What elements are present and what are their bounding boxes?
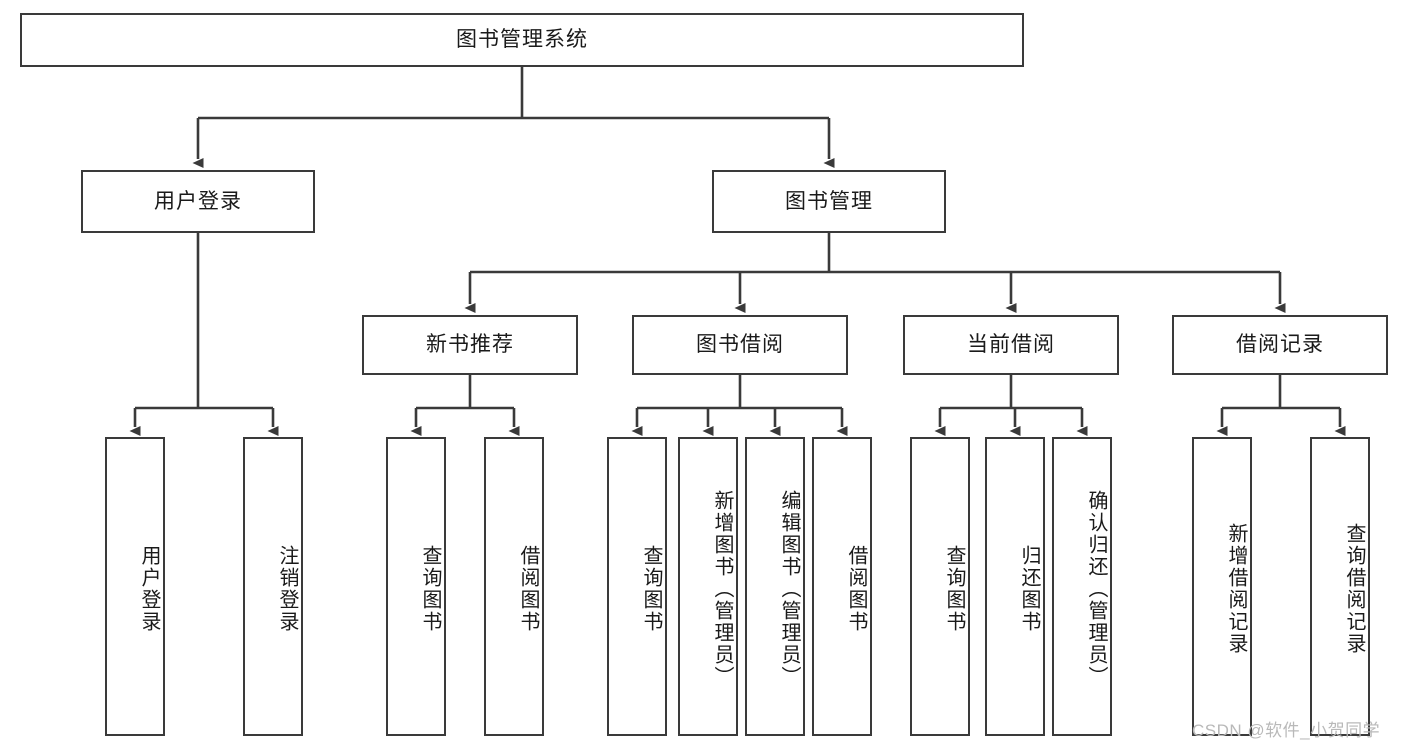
node-user-login[interactable]: 用户登录 [81,170,315,233]
node-leaf-edit-book-admin[interactable]: 编辑图书（管理员） [745,437,805,736]
node-leaf-borrow-book-1-label: 借阅图书 [517,544,539,633]
node-leaf-logout-login[interactable]: 注销登录 [243,437,303,736]
node-leaf-add-book-admin-label: 新增图书（管理员） [711,489,733,688]
node-leaf-borrow-book-2-label: 借阅图书 [845,544,867,633]
node-new-book-recommend[interactable]: 新书推荐 [362,315,578,375]
node-leaf-borrow-book-2[interactable]: 借阅图书 [812,437,872,736]
node-book-management[interactable]: 图书管理 [712,170,946,233]
node-root[interactable]: 图书管理系统 [20,13,1024,67]
node-leaf-confirm-return-admin[interactable]: 确认归还（管理员） [1052,437,1112,736]
node-leaf-query-book-1-label: 查询图书 [419,544,441,633]
node-leaf-user-login-label: 用户登录 [138,544,160,633]
node-leaf-query-book-3[interactable]: 查询图书 [910,437,970,736]
node-leaf-user-login[interactable]: 用户登录 [105,437,165,736]
watermark: CSDN @软件_小贺同学 [1192,721,1381,740]
node-leaf-add-book-admin[interactable]: 新增图书（管理员） [678,437,738,736]
node-leaf-logout-login-label: 注销登录 [276,544,298,633]
node-borrow-record-label: 借阅记录 [1236,333,1324,357]
node-leaf-add-borrow-record[interactable]: 新增借阅记录 [1192,437,1252,736]
node-leaf-edit-book-admin-label: 编辑图书（管理员） [778,489,800,688]
node-current-borrow[interactable]: 当前借阅 [903,315,1119,375]
node-leaf-query-borrow-record[interactable]: 查询借阅记录 [1310,437,1370,736]
node-borrow-record[interactable]: 借阅记录 [1172,315,1388,375]
node-leaf-confirm-return-admin-label: 确认归还（管理员） [1085,489,1107,688]
node-current-borrow-label: 当前借阅 [967,333,1055,357]
node-new-book-recommend-label: 新书推荐 [426,333,514,357]
node-book-management-label: 图书管理 [785,189,873,213]
node-leaf-query-borrow-record-label: 查询借阅记录 [1343,522,1365,655]
node-leaf-borrow-book-1[interactable]: 借阅图书 [484,437,544,736]
node-book-borrow[interactable]: 图书借阅 [632,315,848,375]
node-book-borrow-label: 图书借阅 [696,333,784,357]
node-user-login-label: 用户登录 [154,189,242,213]
node-leaf-query-book-2-label: 查询图书 [640,544,662,633]
node-leaf-return-book[interactable]: 归还图书 [985,437,1045,736]
node-leaf-query-book-1[interactable]: 查询图书 [386,437,446,736]
node-leaf-return-book-label: 归还图书 [1018,544,1040,633]
node-leaf-query-book-2[interactable]: 查询图书 [607,437,667,736]
node-leaf-add-borrow-record-label: 新增借阅记录 [1225,522,1247,655]
node-root-label: 图书管理系统 [456,28,588,52]
node-leaf-query-book-3-label: 查询图书 [943,544,965,633]
